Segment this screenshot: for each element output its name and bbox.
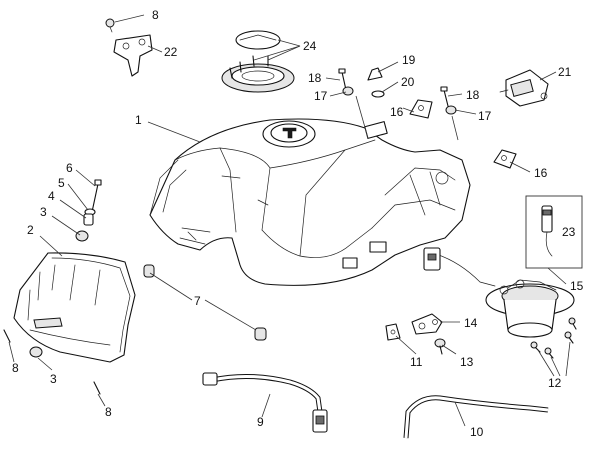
- callout-11: 11: [410, 355, 423, 369]
- callout-5: 5: [58, 176, 65, 190]
- callout-21: 21: [558, 65, 572, 79]
- filler-flange-part-24: [221, 30, 295, 93]
- callout-3-lower: 3: [50, 372, 57, 386]
- disc-part-20: [371, 90, 385, 98]
- screw-part-8-top: [105, 18, 115, 33]
- callout-labels: 1 2 3 3 4 5 6 7 8 8 8 9 10 11 12 13 14 1…: [12, 8, 584, 439]
- cap-part-19: [367, 67, 383, 81]
- leader-lines: [8, 14, 571, 427]
- fuel-tank-part: [149, 118, 471, 286]
- pump-inset-box: [525, 195, 583, 269]
- callout-8-left: 8: [12, 361, 19, 375]
- clip-part-16-right: [493, 149, 517, 169]
- callout-4: 4: [48, 189, 55, 203]
- callout-24: 24: [303, 39, 317, 53]
- spacer-part-4: [83, 213, 94, 226]
- bolt-part-18-left: [338, 68, 347, 91]
- grommet-part-3-lower: [29, 346, 43, 358]
- washer-part-17-right: [445, 105, 457, 115]
- front-cover-part: [13, 252, 136, 363]
- screw-part-8-bottom: [93, 381, 101, 395]
- callout-23: 23: [562, 225, 576, 239]
- callout-9: 9: [257, 415, 264, 429]
- callout-22: 22: [164, 45, 178, 59]
- callout-6: 6: [66, 161, 73, 175]
- bolt-part-18-right: [440, 86, 449, 107]
- rubber-mount-part-7a: [143, 264, 155, 278]
- screw-part-8-left: [3, 329, 11, 343]
- callout-3-upper: 3: [40, 205, 47, 219]
- callout-1: 1: [135, 113, 142, 127]
- callout-7: 7: [194, 294, 201, 308]
- screw-part-12-set: [530, 317, 577, 359]
- bracket-part-22: [113, 34, 153, 77]
- washer-part-17-left: [342, 86, 354, 96]
- callout-13: 13: [460, 355, 474, 369]
- clip-part-16-upper: [409, 99, 433, 119]
- callout-14: 14: [464, 316, 478, 330]
- callout-2: 2: [27, 223, 34, 237]
- hose-part-10: [403, 395, 549, 439]
- fuel-pump-part-23: [541, 205, 553, 257]
- callout-8-top: 8: [152, 8, 159, 22]
- callout-17-right: 17: [478, 109, 492, 123]
- callout-18-right: 18: [466, 88, 480, 102]
- callout-20: 20: [401, 75, 415, 89]
- callout-10: 10: [470, 425, 484, 439]
- hose-part-9: [202, 372, 328, 433]
- pump-assembly-part-15: [423, 247, 575, 338]
- callout-17-left: 17: [314, 89, 328, 103]
- bracket-part-14: [411, 313, 443, 335]
- rubber-mount-part-7b: [254, 327, 267, 341]
- screw-part-6: [91, 179, 102, 213]
- filler-cap-icon: [262, 120, 316, 148]
- grommet-part-3-upper: [75, 230, 89, 242]
- sensor-part-21: [499, 69, 549, 107]
- callout-15: 15: [570, 279, 584, 293]
- callout-16-upper: 16: [390, 105, 404, 119]
- callout-16-right: 16: [534, 166, 548, 180]
- callout-12: 12: [548, 376, 562, 390]
- screw-part-13: [434, 338, 446, 355]
- callout-8-bottom: 8: [105, 405, 112, 419]
- callout-18-left: 18: [308, 71, 322, 85]
- callout-19: 19: [402, 53, 416, 67]
